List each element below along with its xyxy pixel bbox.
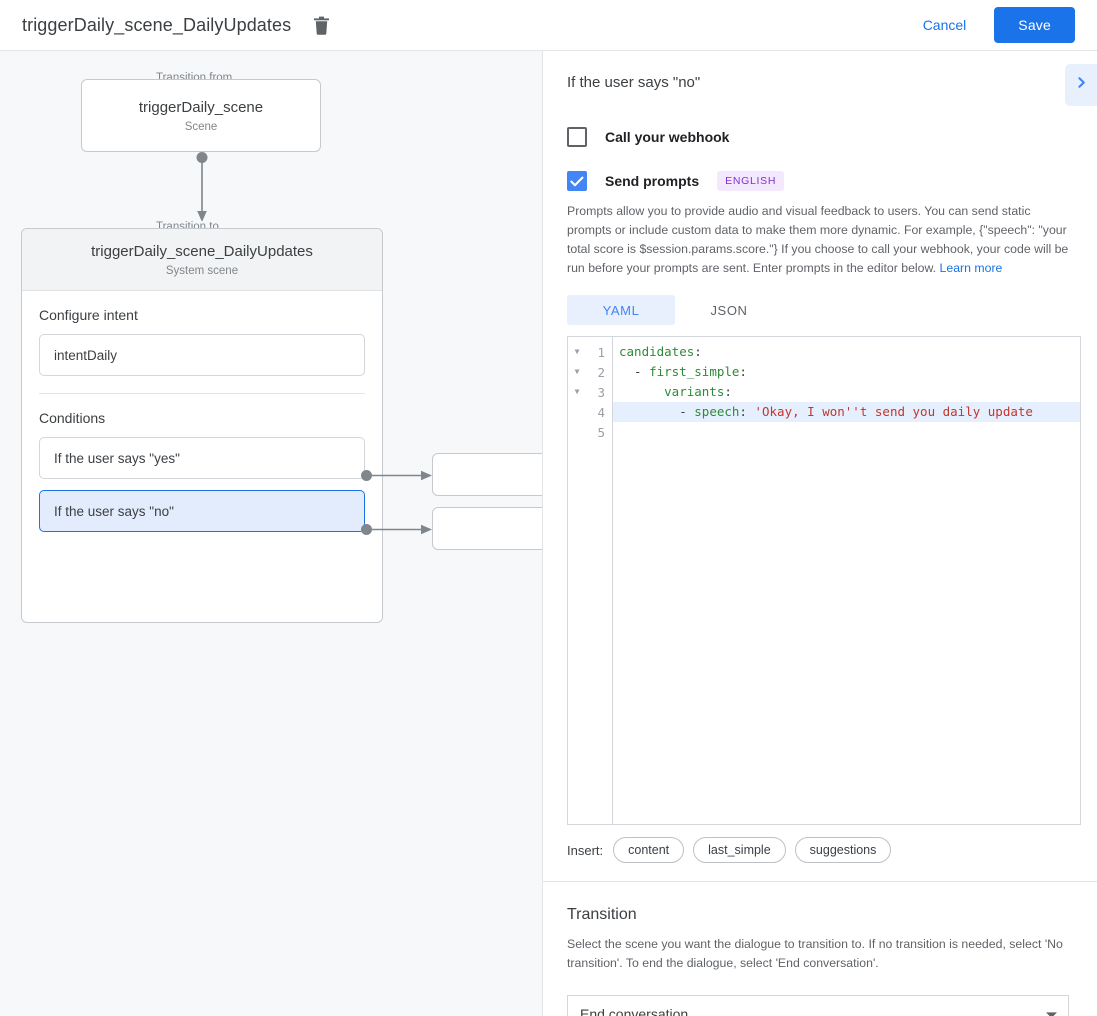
save-button[interactable]: Save bbox=[994, 7, 1075, 43]
send-prompts-checkbox[interactable] bbox=[567, 171, 587, 191]
panel-expand-button[interactable] bbox=[1065, 64, 1097, 106]
check-icon bbox=[570, 176, 584, 186]
node-from-subtitle: Scene bbox=[184, 120, 218, 133]
editor-line-number: 4 bbox=[597, 404, 605, 420]
page-title: triggerDaily_scene_DailyUpdates bbox=[22, 14, 292, 35]
panel-body: Call your webhook Send prompts ENGLISH P… bbox=[543, 127, 1097, 1016]
format-tabs: YAML JSON bbox=[567, 295, 1073, 326]
node-from-title: triggerDaily_scene bbox=[138, 98, 264, 116]
node-to-header: triggerDaily_scene_DailyUpdates System s… bbox=[22, 229, 382, 291]
tab-yaml[interactable]: YAML bbox=[567, 295, 675, 326]
panel-section-divider bbox=[543, 881, 1097, 883]
editor-code-line[interactable]: variants: bbox=[613, 382, 1080, 402]
connector-dot-no bbox=[361, 524, 372, 535]
chevron-down-icon bbox=[1045, 1006, 1058, 1016]
condition-item-yes[interactable]: If the user says "yes" bbox=[39, 437, 365, 479]
yaml-key: speech bbox=[694, 404, 740, 420]
connector-dot-yes bbox=[361, 470, 372, 481]
editor-gutter-line: ▼3 bbox=[568, 382, 612, 402]
fold-triangle-icon[interactable]: ▼ bbox=[574, 387, 580, 397]
fold-triangle-icon[interactable]: ▼ bbox=[574, 347, 580, 357]
node-target-no[interactable] bbox=[432, 507, 542, 550]
yaml-punct: : bbox=[739, 364, 747, 380]
editor-line-number: 5 bbox=[597, 424, 605, 440]
learn-more-link[interactable]: Learn more bbox=[939, 261, 1003, 276]
editor-code-line[interactable]: - first_simple: bbox=[619, 364, 747, 380]
scene-graph-canvas[interactable]: Transition from triggerDaily_scene Scene… bbox=[0, 51, 542, 1016]
editor-code-line[interactable]: - speech: 'Okay, I won''t send you daily… bbox=[613, 402, 1080, 423]
editor-gutter-line: ▼1 bbox=[568, 342, 612, 362]
language-badge: ENGLISH bbox=[717, 171, 785, 191]
insert-chip-suggestions[interactable]: suggestions bbox=[794, 837, 892, 864]
transition-select[interactable]: End conversation bbox=[567, 995, 1069, 1016]
panel-title: If the user says "no" bbox=[567, 74, 701, 91]
insert-label: Insert: bbox=[567, 842, 604, 858]
insert-chip-last-simple[interactable]: last_simple bbox=[693, 837, 786, 864]
cancel-button[interactable]: Cancel bbox=[909, 9, 981, 41]
yaml-punct: : bbox=[724, 384, 732, 400]
editor-line-number: 1 bbox=[597, 344, 605, 360]
trash-icon bbox=[313, 16, 330, 35]
panel-header: If the user says "no" bbox=[543, 51, 1097, 106]
transition-select-value: End conversation bbox=[580, 1006, 689, 1016]
editor-code-area[interactable]: candidates: - first_simple: variants: - … bbox=[613, 337, 1080, 824]
editor-line-number: 3 bbox=[597, 384, 605, 400]
details-panel: If the user says "no" Call your webhook … bbox=[542, 51, 1097, 1016]
yaml-key: candidates bbox=[619, 344, 695, 360]
node-transition-to[interactable]: triggerDaily_scene_DailyUpdates System s… bbox=[21, 228, 383, 623]
editor-gutter-line: 5 bbox=[568, 422, 612, 442]
delete-button[interactable] bbox=[307, 11, 335, 39]
call-webhook-row[interactable]: Call your webhook bbox=[567, 127, 1073, 147]
configure-intent-title: Configure intent bbox=[39, 307, 138, 323]
node-to-title: triggerDaily_scene_DailyUpdates bbox=[91, 242, 313, 260]
node-to-subtitle: System scene bbox=[165, 264, 239, 277]
conditions-title: Conditions bbox=[39, 410, 106, 426]
editor-code-line[interactable]: candidates: bbox=[613, 342, 1080, 362]
conditions-section: Conditions If the user says "yes" If the… bbox=[22, 394, 382, 532]
editor-gutter-line: 4 bbox=[568, 402, 612, 422]
yaml-punct: : bbox=[739, 404, 747, 420]
transition-description: Select the scene you want the dialogue t… bbox=[567, 937, 1063, 971]
chevron-right-icon bbox=[1075, 76, 1088, 94]
edge-no bbox=[372, 524, 432, 535]
insert-chips-row: Insert: content last_simple suggestions bbox=[567, 837, 1073, 864]
section-divider bbox=[39, 393, 365, 394]
yaml-punct: : bbox=[694, 344, 702, 360]
send-prompts-row[interactable]: Send prompts ENGLISH bbox=[567, 171, 1073, 191]
intent-value-field[interactable]: intentDaily bbox=[39, 334, 365, 376]
yaml-key: first_simple bbox=[649, 364, 740, 380]
configure-intent-section: Configure intent intentDaily bbox=[22, 291, 382, 394]
editor-gutter-line: ▼2 bbox=[568, 362, 612, 382]
node-transition-from[interactable]: triggerDaily_scene Scene bbox=[81, 79, 321, 152]
transition-title: Transition bbox=[567, 906, 637, 924]
prompts-description-text: Prompts allow you to provide audio and v… bbox=[567, 204, 1069, 276]
fold-triangle-icon[interactable]: ▼ bbox=[574, 367, 580, 377]
tab-json[interactable]: JSON bbox=[710, 302, 748, 318]
call-webhook-label: Call your webhook bbox=[605, 129, 730, 145]
yaml-key: variants bbox=[664, 384, 725, 400]
yaml-string: 'Okay, I won''t send you daily update bbox=[746, 404, 1033, 420]
editor-code-line[interactable] bbox=[613, 422, 1080, 442]
node-target-yes[interactable] bbox=[432, 453, 542, 496]
top-app-bar: triggerDaily_scene_DailyUpdates Cancel S… bbox=[0, 0, 1097, 51]
topbar-actions: Cancel Save bbox=[909, 7, 1075, 43]
prompts-description: Prompts allow you to provide audio and v… bbox=[567, 202, 1073, 278]
transition-section: Transition Select the scene you want the… bbox=[567, 882, 1073, 1016]
edge-yes bbox=[372, 470, 432, 481]
editor-line-number: 2 bbox=[597, 364, 605, 380]
send-prompts-label: Send prompts bbox=[605, 173, 700, 189]
condition-item-no[interactable]: If the user says "no" bbox=[39, 490, 365, 532]
edge-from-to bbox=[196, 152, 208, 222]
call-webhook-checkbox[interactable] bbox=[567, 127, 587, 147]
insert-chip-content[interactable]: content bbox=[613, 837, 685, 864]
